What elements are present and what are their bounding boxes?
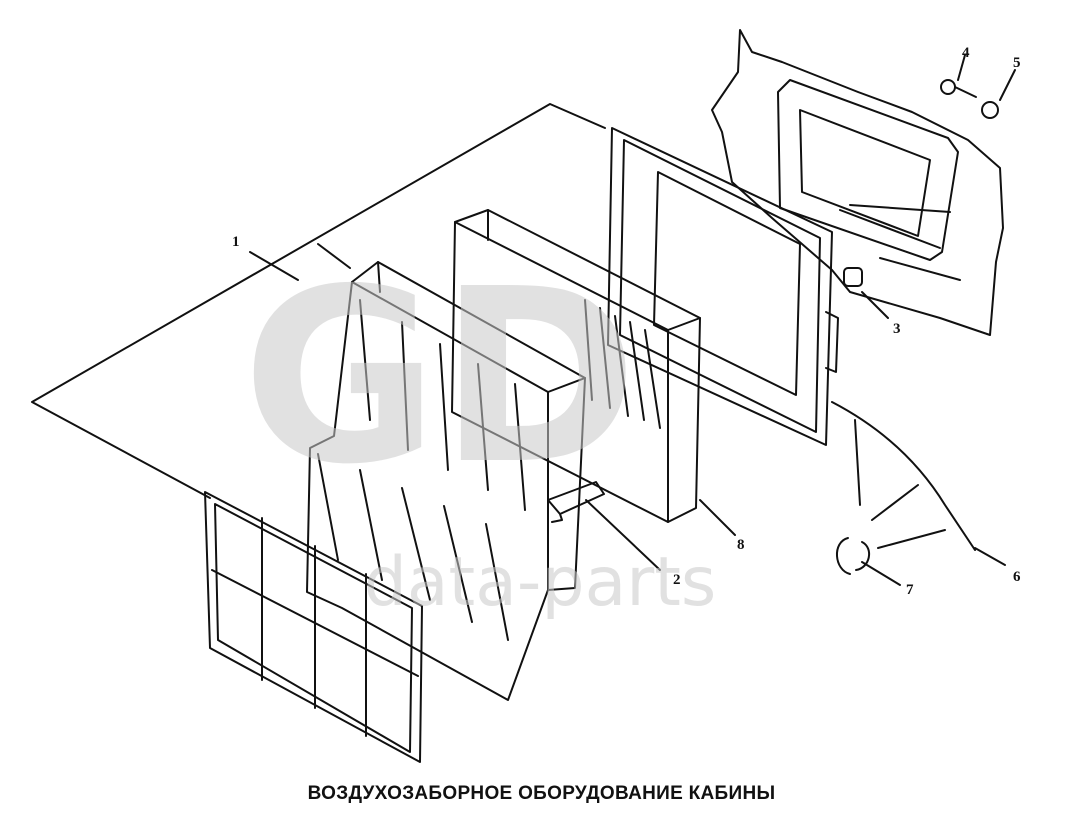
nut bbox=[981, 101, 999, 119]
callout-1: 1 bbox=[232, 234, 240, 250]
callout-3: 3 bbox=[893, 321, 901, 337]
intake-frame bbox=[607, 127, 839, 446]
front-grille bbox=[204, 491, 423, 763]
callout-6: 6 bbox=[1013, 569, 1021, 585]
hose bbox=[831, 401, 976, 551]
callout-8: 8 bbox=[737, 537, 745, 553]
callout-5: 5 bbox=[1013, 55, 1021, 71]
cab-wall-panel bbox=[711, 29, 1004, 336]
callout-7: 7 bbox=[906, 582, 914, 598]
callout-2: 2 bbox=[673, 572, 681, 588]
clip bbox=[547, 481, 605, 523]
svg-text:GD: GD bbox=[242, 237, 638, 517]
svg-text:data-parts: data-parts bbox=[364, 543, 717, 622]
intake-housing bbox=[306, 261, 586, 701]
watermark: GD data-parts bbox=[242, 237, 716, 622]
clamp bbox=[836, 537, 871, 575]
grommet bbox=[843, 267, 863, 287]
assembly-outline bbox=[31, 103, 606, 499]
bolt bbox=[940, 79, 977, 98]
callout-4: 4 bbox=[962, 45, 970, 61]
filter-element bbox=[451, 209, 701, 523]
exploded-parts-diagram: GD data-parts 1 2 3 4 5 6 7 8 bbox=[31, 29, 1021, 763]
diagram-caption: ВОЗДУХОЗАБОРНОЕ ОБОРУДОВАНИЕ КАБИНЫ bbox=[307, 783, 776, 804]
